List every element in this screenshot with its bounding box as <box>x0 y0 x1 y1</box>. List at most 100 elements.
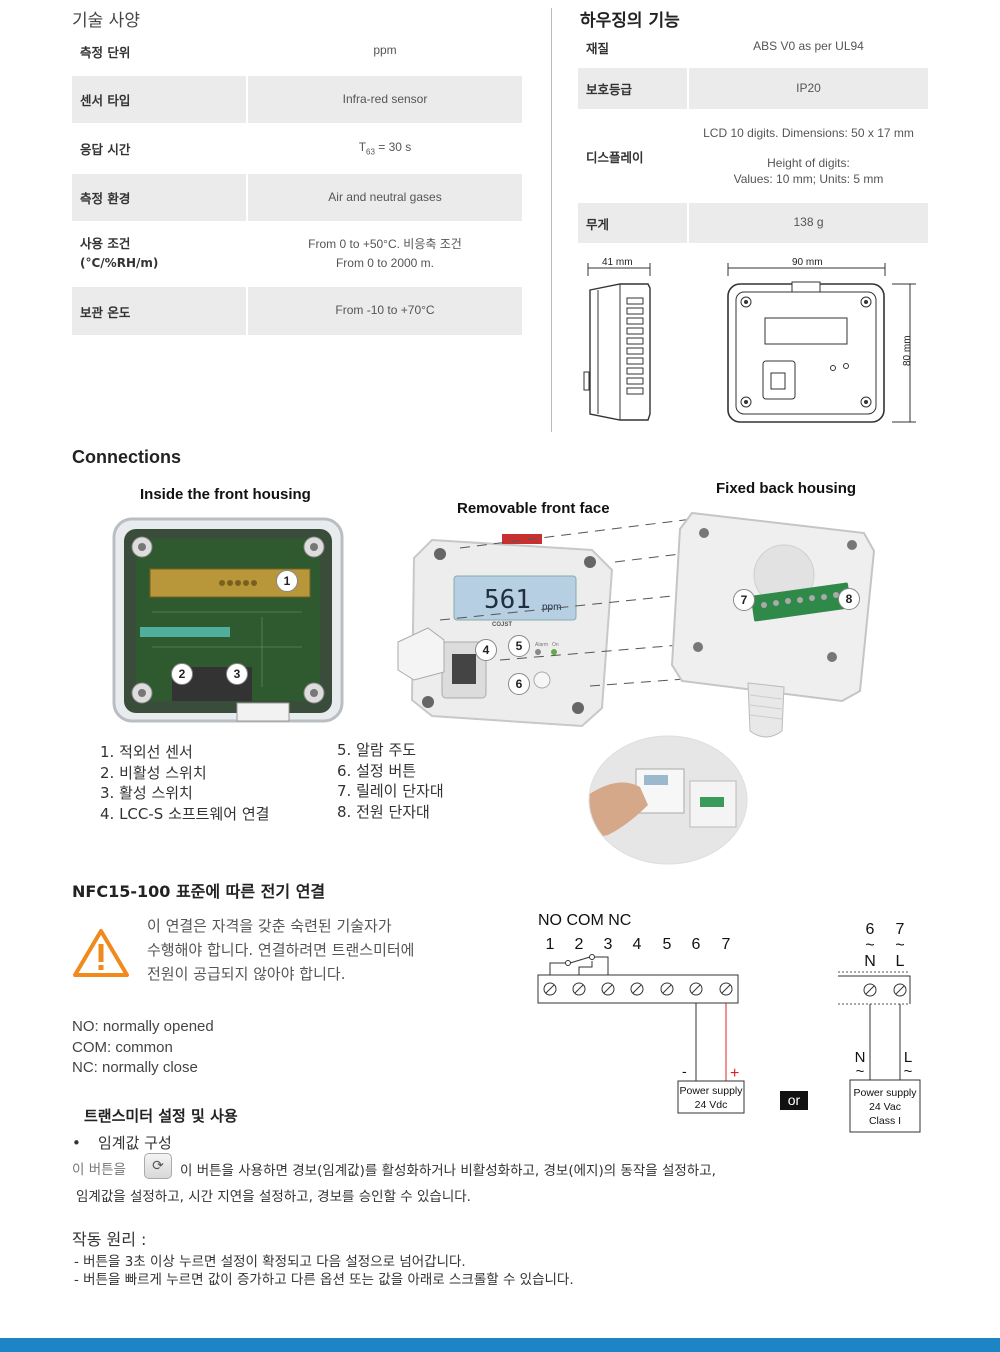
housing-value: 138 g <box>689 203 928 243</box>
spec-label: 측정 환경 <box>72 174 246 221</box>
bullet-text: 임계값 구성 <box>98 1134 172 1152</box>
ac-wiring-diagram: 6 7 ~ ~ N L N L ~ ~ Power supply 24 Vac … <box>838 921 921 1133</box>
ac-supply-line: Class I <box>869 1115 901 1127</box>
ac-supply-line: 24 Vac <box>869 1101 901 1113</box>
housing-label: 재질 <box>586 40 610 56</box>
brand-text: COJST <box>492 622 512 628</box>
spec-value: T63 = 30 s <box>248 125 522 172</box>
dc-supply-line: Power supply <box>679 1085 743 1097</box>
fixed-label: Fixed back housing <box>716 480 857 497</box>
ac-tilde: ~ <box>865 937 874 954</box>
spec-value: Air and neutral gases <box>248 174 522 221</box>
removable-label: Removable front face <box>457 500 610 517</box>
principle-title: 작동 원리 : <box>72 1230 147 1249</box>
dc-supply-line: 24 Vdc <box>695 1099 728 1111</box>
housing-value-line: Height of digits: <box>767 155 850 170</box>
spec-row: 보관 온도 From -10 to +70°C <box>72 287 522 335</box>
housing-dimension-drawing: 41 mm 90 mm 80 mm <box>583 257 916 423</box>
connections-title: Connections <box>72 447 182 467</box>
response-value: = 30 s <box>374 139 412 154</box>
plus-sign: + <box>730 1065 739 1082</box>
principle-line: - 버튼을 3초 이상 누르면 설정이 확정되고 다음 설정으로 넘어갑니다. <box>74 1254 466 1270</box>
list-item: 3. 활성 스위치 <box>100 784 193 802</box>
housing-value: ABS V0 as per UL94 <box>753 39 864 54</box>
spec-value: From -10 to +70°C <box>248 287 522 335</box>
mounting-photo <box>588 735 748 865</box>
spec-row: 사용 조건 (°C/%RH/m) From 0 to +50°C. 비응축 조건… <box>72 223 522 285</box>
ac-terminal-number: 6 <box>866 921 875 938</box>
spec-label: 응답 시간 <box>80 142 131 157</box>
ac-tilde: ~ <box>856 1063 865 1080</box>
marker-4: 4 <box>475 639 497 661</box>
housing-value-line: Values: 10 mm; Units: 5 mm <box>733 172 884 187</box>
spec-label: 측정 단위 <box>80 44 131 60</box>
housing-label: 무게 <box>578 203 687 243</box>
spec-value: Infra-red sensor <box>248 76 522 123</box>
display-unit: ppm <box>542 602 561 613</box>
spec-label: 보관 온도 <box>72 287 246 335</box>
spec-row: 측정 환경 Air and neutral gases <box>72 174 522 221</box>
housing-title: 하우징의 기능 <box>580 11 680 31</box>
terminal-header: NO COM NC <box>538 912 631 929</box>
spec-value: From 0 to +50°C. 비응축 조건 From 0 to 2000 m… <box>248 223 522 285</box>
spec-label: 센서 타입 <box>72 76 246 123</box>
housing-row: 보호등급 IP20 <box>578 68 928 109</box>
marker-6: 6 <box>508 673 530 695</box>
spec-row: 측정 단위 ppm <box>72 28 522 74</box>
legend-item: COM: common <box>72 1038 173 1056</box>
list-item: 4. LCC-S 소프트웨어 연결 <box>100 804 270 823</box>
width-dimension: 90 mm <box>792 257 823 268</box>
alarm-text: Alarm <box>535 642 548 648</box>
response-subscript: 63 <box>366 147 375 157</box>
warning-line: 이 연결은 자격을 갖춘 숙련된 기술자가 <box>147 917 392 935</box>
marker-8: 8 <box>838 588 860 610</box>
housing-row: 재질 ABS V0 as per UL94 <box>578 28 928 66</box>
marker-5: 5 <box>508 635 530 657</box>
warning-text: 이 연결은 자격을 갖춘 숙련된 기술자가 수행해야 합니다. 연결하려면 트랜… <box>147 914 414 986</box>
button-prefix: 이 버튼을 <box>72 1162 126 1178</box>
setup-button-icon[interactable]: ⟳ <box>144 1153 172 1179</box>
ac-tilde: ~ <box>895 937 904 954</box>
legend-item: NC: normally close <box>72 1059 198 1076</box>
spec-title: 기술 사양 <box>72 11 140 31</box>
marker-2: 2 <box>171 663 193 685</box>
marker-3: 3 <box>226 663 248 685</box>
ac-letter: L <box>904 1049 912 1066</box>
inside-housing-image <box>112 517 344 723</box>
housing-label: 디스플레이 <box>586 149 644 165</box>
ac-terminal-number: 7 <box>896 921 905 938</box>
housing-row: 디스플레이 LCD 10 digits. Dimensions: 50 x 17… <box>578 111 928 201</box>
list-item: 2. 비활성 스위치 <box>100 763 207 782</box>
relay-legend: NO: normally opened COM: common NC: norm… <box>72 1017 214 1079</box>
spec-label-line: 사용 조건 <box>80 236 131 252</box>
list-item: 1. 적외선 센서 <box>100 743 193 761</box>
warning-line: 전원이 공급되지 않아야 합니다. <box>147 965 346 983</box>
list-item: 8. 전원 단자대 <box>337 802 430 821</box>
list-item: 6. 설정 버튼 <box>337 761 417 780</box>
on-text: On <box>552 642 559 648</box>
front-face-image: 561 ppm COJST Alarm On <box>397 534 614 728</box>
bullet-dot: • <box>72 1134 81 1152</box>
back-housing-image <box>670 511 876 738</box>
marker-1: 1 <box>276 570 298 592</box>
dc-wiring-diagram: NO COM NC 1 2 3 4 5 6 7 - + Power supply… <box>537 912 745 1114</box>
setup-bullet: • 임계값 구성 <box>72 1132 172 1153</box>
housing-label: 보호등급 <box>578 68 687 109</box>
housing-value: LCD 10 digits. Dimensions: 50 x 17 mm He… <box>689 111 928 201</box>
footer-bar <box>0 1338 1000 1352</box>
inside-label: Inside the front housing <box>140 486 311 503</box>
component-list-left: 1. 적외선 센서 2. 비활성 스위치 3. 활성 스위치 4. LCC-S … <box>100 742 269 824</box>
ac-letter: L <box>896 953 905 970</box>
column-divider <box>551 8 552 432</box>
list-item: 7. 릴레이 단자대 <box>337 782 444 800</box>
setup-desc: 임계값을 설정하고, 시간 지연을 설정하고, 경보를 승인할 수 있습니다. <box>76 1189 471 1205</box>
or-badge: or <box>780 1091 808 1110</box>
terminal-number: 2 <box>575 936 584 953</box>
warning-line: 수행해야 합니다. 연결하려면 트랜스미터에 <box>147 941 415 959</box>
housing-row: 무게 138 g <box>578 203 928 243</box>
housing-value: IP20 <box>689 68 928 109</box>
legend-item: NO: normally opened <box>72 1018 214 1035</box>
ac-letter: N <box>855 1049 866 1066</box>
height-dimension: 80 mm <box>902 335 913 366</box>
component-list-right: 5. 알람 주도 6. 설정 버튼 7. 릴레이 단자대 8. 전원 단자대 <box>337 740 444 822</box>
